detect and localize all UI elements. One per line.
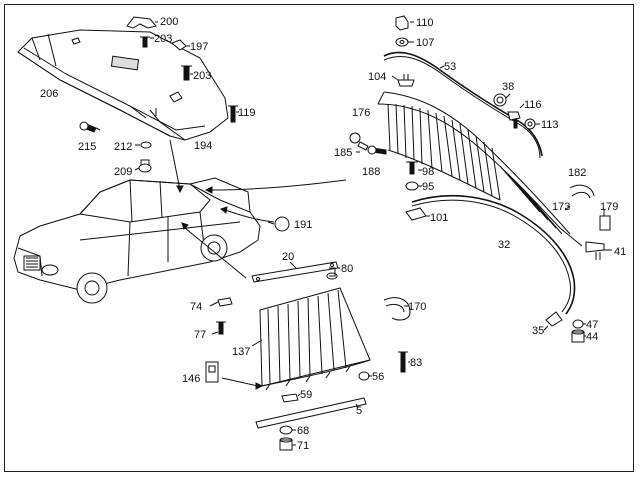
label-71: 71 xyxy=(297,440,309,452)
clip-41 xyxy=(585,241,605,260)
grommet-56 xyxy=(358,371,370,381)
label-116: 116 xyxy=(524,99,542,111)
clip-59 xyxy=(281,393,299,403)
label-194: 194 xyxy=(194,140,212,152)
clip-179 xyxy=(599,215,611,231)
label-41: 41 xyxy=(614,246,626,258)
rail-32 xyxy=(411,194,576,315)
seal-curtain-176 xyxy=(377,91,583,247)
label-209: 209 xyxy=(114,166,132,178)
bolt-116 xyxy=(507,111,521,129)
label-113: 113 xyxy=(541,119,559,131)
nut-71 xyxy=(279,437,293,451)
label-104: 104 xyxy=(368,71,386,83)
clip-200 xyxy=(126,16,157,29)
label-98: 98 xyxy=(422,166,434,178)
screw-185 xyxy=(367,145,387,155)
label-212: 212 xyxy=(114,141,132,153)
washer-212 xyxy=(140,141,152,149)
label-32: 32 xyxy=(498,239,510,251)
strip-5 xyxy=(255,397,367,429)
label-197: 197 xyxy=(190,41,208,53)
label-119: 119 xyxy=(238,107,256,119)
label-182: 182 xyxy=(568,167,586,179)
label-35: 35 xyxy=(532,325,544,337)
label-83: 83 xyxy=(410,357,422,369)
screw-119 xyxy=(228,105,238,123)
label-59: 59 xyxy=(300,389,312,401)
label-173: 173 xyxy=(552,201,570,213)
label-188: 188 xyxy=(362,166,380,178)
label-170: 170 xyxy=(408,301,426,313)
label-176: 176 xyxy=(352,107,370,119)
washer-47 xyxy=(572,319,584,329)
label-179: 179 xyxy=(600,201,618,213)
screw-83 xyxy=(398,351,408,373)
label-206: 206 xyxy=(40,88,58,100)
label-47: 47 xyxy=(586,319,598,331)
label-137: 137 xyxy=(232,346,250,358)
label-56: 56 xyxy=(372,371,384,383)
screw-215 xyxy=(79,121,97,133)
label-53: 53 xyxy=(444,61,456,73)
roof-liner xyxy=(17,29,229,141)
clip-185 xyxy=(349,132,369,151)
rail-20 xyxy=(251,261,339,283)
label-203b: 203 xyxy=(193,70,211,82)
clip-146 xyxy=(205,361,219,383)
bushing-38 xyxy=(493,93,507,107)
label-110: 110 xyxy=(416,17,434,29)
washer-113 xyxy=(524,118,536,130)
label-80: 80 xyxy=(341,263,353,275)
label-74: 74 xyxy=(190,301,202,313)
label-5: 5 xyxy=(356,405,362,417)
label-68: 68 xyxy=(297,425,309,437)
washer-68 xyxy=(279,425,293,435)
label-200: 200 xyxy=(160,16,178,28)
nut-110 xyxy=(395,15,409,31)
bracket-170 xyxy=(383,297,411,321)
clip-101 xyxy=(405,207,427,221)
grommet-80 xyxy=(326,267,338,280)
callout-labels: 200 203 197 203 206 119 215 212 194 209 … xyxy=(40,16,626,452)
cap-191 xyxy=(274,216,290,232)
washer-107 xyxy=(395,37,409,47)
label-77: 77 xyxy=(194,329,206,341)
bracket-182 xyxy=(569,184,595,199)
label-44: 44 xyxy=(586,331,598,343)
label-203a: 203 xyxy=(154,33,172,45)
roof-rail-53 xyxy=(383,51,543,159)
screw-77 xyxy=(216,321,226,335)
car-body xyxy=(13,177,261,304)
label-101: 101 xyxy=(430,212,448,224)
cap-95 xyxy=(405,181,419,191)
clip-104 xyxy=(397,74,415,87)
label-215: 215 xyxy=(78,141,96,153)
leader-lines xyxy=(95,21,612,446)
screw-98 xyxy=(406,161,418,175)
clip-35 xyxy=(545,311,563,327)
screw-203a xyxy=(140,36,150,48)
label-185: 185 xyxy=(334,147,352,159)
label-38: 38 xyxy=(502,81,514,93)
label-191: 191 xyxy=(294,219,312,231)
label-20: 20 xyxy=(282,251,294,263)
screw-203b xyxy=(181,65,192,81)
curtain-137 xyxy=(259,287,371,391)
label-107: 107 xyxy=(416,37,434,49)
grommet-209 xyxy=(138,159,152,173)
nut-44 xyxy=(571,329,585,343)
label-146: 146 xyxy=(182,373,200,385)
label-95: 95 xyxy=(422,181,434,193)
clip-74 xyxy=(217,297,233,307)
